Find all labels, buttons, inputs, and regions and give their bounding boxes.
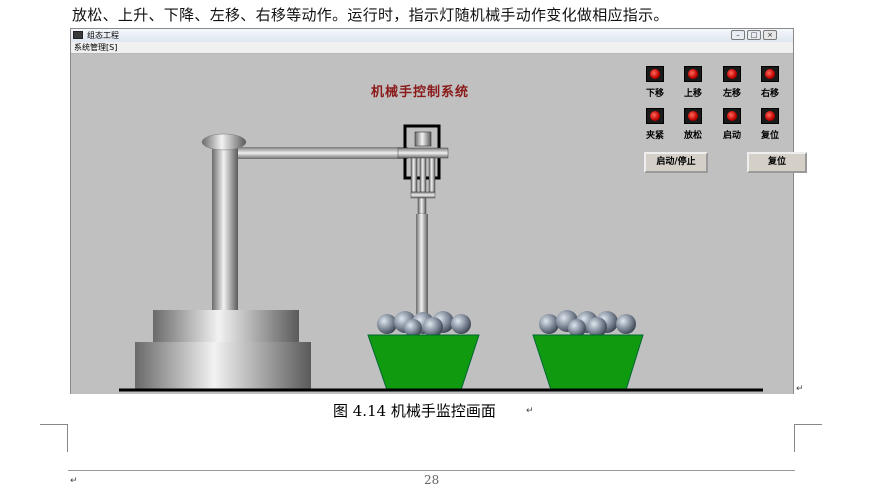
- minimize-button[interactable]: –: [731, 30, 745, 40]
- gripper-rod-left: [410, 157, 418, 193]
- lamp-label-start: 启动: [722, 131, 741, 141]
- lamp-label-move-right: 右移: [760, 89, 779, 99]
- page-corner-mark: [40, 424, 68, 425]
- lamp-label-move-left: 左移: [722, 89, 741, 99]
- menu-system-management[interactable]: 系统管理[S]: [74, 43, 118, 52]
- lamp-release: [684, 108, 702, 124]
- vertical-arm-joint: [417, 197, 427, 215]
- gripper-rod-right: [428, 157, 436, 193]
- lamp-clamp: [646, 108, 664, 124]
- app-icon: [73, 31, 83, 39]
- page-corner-mark: [794, 424, 822, 425]
- bin-left: [367, 311, 480, 391]
- bin-right: [532, 310, 644, 391]
- page-corner-mark: [67, 424, 68, 452]
- reset-button[interactable]: 复位: [747, 152, 807, 173]
- lamp-move-left: [723, 66, 741, 82]
- para-mark: ↵: [70, 476, 78, 486]
- scada-canvas: 机械手控制系统: [71, 54, 807, 394]
- gripper-head: [414, 131, 432, 147]
- horizontal-arm: [238, 147, 408, 159]
- gripper-rod-center: [419, 157, 427, 193]
- page-number: 28: [424, 473, 440, 487]
- maximize-button[interactable]: □: [747, 30, 761, 40]
- para-mark: ↵: [526, 406, 534, 416]
- lamp-move-down: [646, 66, 664, 82]
- scene-drawing: [119, 124, 763, 392]
- page-corner-mark: [794, 424, 795, 452]
- lamp-move-right: [761, 66, 779, 82]
- start-stop-button[interactable]: 启动/停止: [644, 152, 708, 173]
- close-button[interactable]: ×: [763, 30, 777, 40]
- scada-window: 组态工程 – □ × 系统管理[S] 机械手控制系统: [70, 28, 807, 394]
- lamp-label-release: 放松: [683, 131, 702, 141]
- lamp-start: [723, 108, 741, 124]
- lamp-label-move-down: 下移: [645, 89, 664, 99]
- gripper-bottom: [410, 191, 436, 199]
- column: [212, 142, 238, 310]
- footer-rule: [68, 470, 795, 471]
- base-lower: [135, 342, 311, 390]
- lamp-label-clamp: 夹紧: [645, 131, 664, 141]
- vertical-arm: [416, 214, 428, 316]
- gripper-crossbar: [397, 147, 449, 159]
- para-mark: ↵: [796, 384, 804, 394]
- paragraph-text: 放松、上升、下降、左移、右移等动作。运行时，指示灯随机械手动作变化做相应指示。: [72, 6, 669, 24]
- window-title: 组态工程: [87, 31, 119, 40]
- lamp-move-up: [684, 66, 702, 82]
- figure-caption: 图 4.14 机械手监控画面: [333, 402, 496, 420]
- lamp-label-move-up: 上移: [683, 89, 702, 99]
- system-title: 机械手控制系统: [371, 85, 470, 100]
- lamp-reset: [761, 108, 779, 124]
- base-upper: [153, 310, 299, 342]
- column-cap: [201, 133, 247, 151]
- menu-bar: 系统管理[S]: [71, 42, 793, 54]
- window-titlebar[interactable]: 组态工程 – □ ×: [71, 29, 793, 42]
- lamp-label-reset: 复位: [760, 131, 779, 141]
